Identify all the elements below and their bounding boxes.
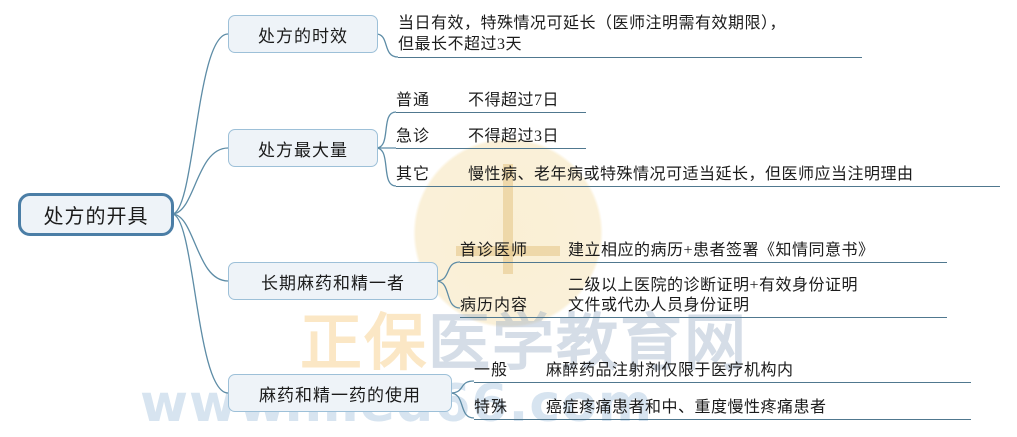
leaf-row-4-1-value: 麻醉药品注射剂仅限于医疗机构内 (546, 362, 794, 379)
leaf-row-2-2-key: 急诊 (396, 128, 431, 145)
leaf-row-4-1[interactable]: 一般 麻醉药品注射剂仅限于医疗机构内 (474, 358, 971, 383)
root-node-label: 处方的开具 (43, 206, 149, 228)
leaf-row-4-2-value: 癌症疼痛患者和中、重度慢性疼痛患者 (546, 399, 827, 416)
branch-node-4[interactable]: 麻药和精一药的使用 (228, 374, 452, 412)
leaf-row-1-1-value: 当日有效，特殊情况可延长（医师注明需有效期限）， 但最长不超过3天 (398, 15, 787, 54)
branch-node-4-label: 麻药和精一药的使用 (259, 385, 421, 405)
leaf-row-3-2-value: 二级以上医院的诊断证明+有效身份证明 文件或代办人员身份证明 (568, 277, 859, 314)
watermark-brand-orange: 正保 (300, 306, 429, 379)
leaf-row-3-2[interactable]: 病历内容 二级以上医院的诊断证明+有效身份证明 文件或代办人员身份证明 (460, 270, 947, 318)
leaf-row-2-3-key: 其它 (396, 166, 431, 183)
leaf-row-2-3-value: 慢性病、老年病或特殊情况可适当延长，但医师应当注明理由 (468, 166, 914, 183)
leaf-row-4-1-key: 一般 (474, 362, 509, 379)
branch-node-2[interactable]: 处方最大量 (228, 129, 378, 167)
leaf-row-3-1-value: 建立相应的病历+患者签署《知情同意书》 (568, 242, 875, 259)
leaf-row-2-2[interactable]: 急诊 不得超过3日 (396, 124, 586, 149)
branch-node-2-label: 处方最大量 (258, 140, 348, 160)
leaf-row-2-3[interactable]: 其它 慢性病、老年病或特殊情况可适当延长，但医师应当注明理由 (396, 162, 1000, 187)
leaf-row-4-2[interactable]: 特殊 癌症疼痛患者和中、重度慢性疼痛患者 (474, 395, 971, 420)
leaf-row-4-2-key: 特殊 (474, 399, 509, 416)
branch-node-3-label: 长期麻药和精一者 (261, 273, 405, 293)
leaf-row-2-2-value: 不得超过3日 (468, 128, 560, 145)
root-node[interactable]: 处方的开具 (18, 193, 174, 236)
leaf-row-3-1-key: 首诊医师 (460, 242, 529, 259)
leaf-row-3-1[interactable]: 首诊医师 建立相应的病历+患者签署《知情同意书》 (460, 238, 947, 263)
branch-node-1[interactable]: 处方的时效 (228, 15, 378, 53)
branch-node-1-label: 处方的时效 (258, 26, 348, 46)
branch-node-3[interactable]: 长期麻药和精一者 (228, 262, 438, 300)
leaf-row-1-1[interactable]: 当日有效，特殊情况可延长（医师注明需有效期限）， 但最长不超过3天 (398, 10, 862, 58)
leaf-row-2-1[interactable]: 普通 不得超过7日 (396, 88, 586, 113)
leaf-row-3-2-key: 病历内容 (460, 297, 529, 314)
leaf-row-2-1-key: 普通 (396, 92, 431, 109)
leaf-row-2-1-value: 不得超过7日 (468, 92, 560, 109)
